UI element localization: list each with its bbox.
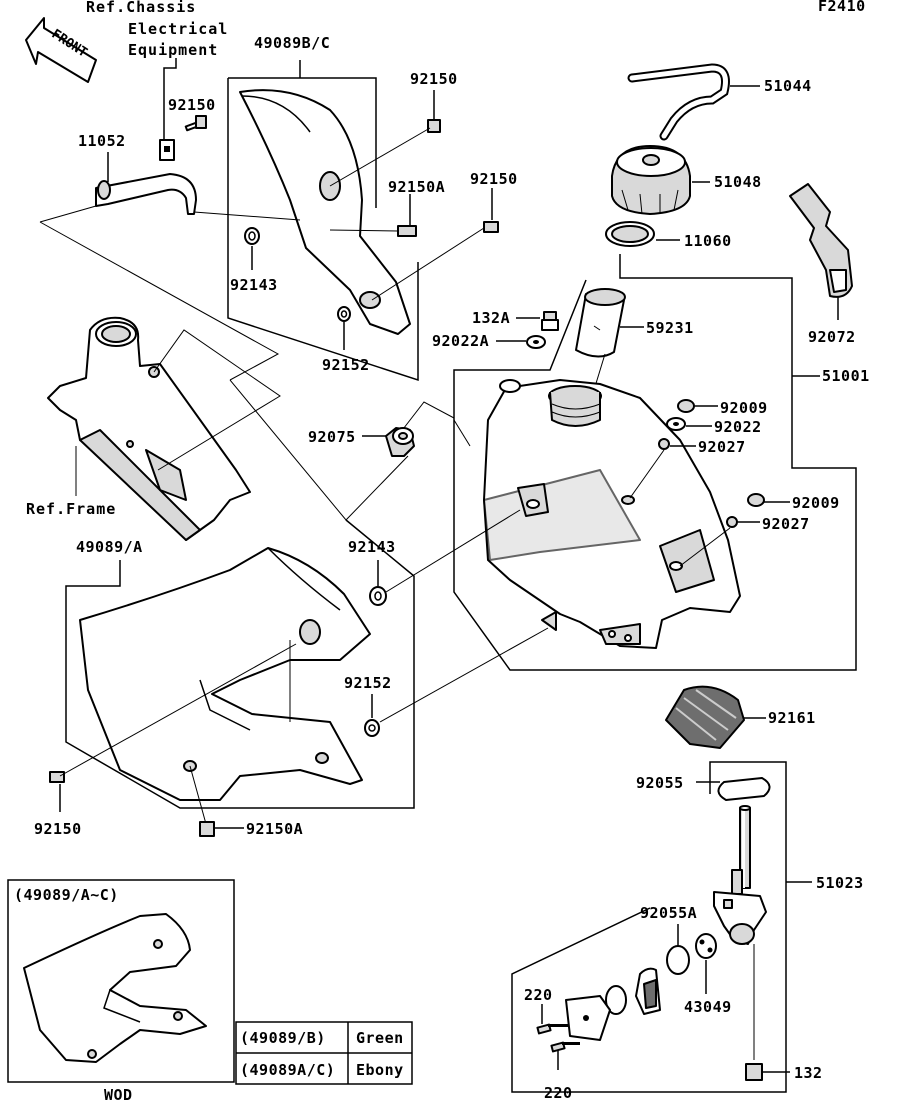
screw-92009-b — [747, 493, 765, 507]
bolt-92150-d — [49, 771, 65, 783]
callout-92150-b: 92150 — [410, 70, 458, 88]
callout-92075: 92075 — [308, 428, 356, 446]
bolt-92150A-b — [199, 821, 215, 837]
callout-132: 132 — [794, 1064, 823, 1082]
strap-92072 — [789, 183, 853, 298]
callout-92150-d: 92150 — [34, 820, 82, 838]
callout-220-b: 220 — [544, 1084, 573, 1102]
rubber-92161 — [665, 685, 745, 749]
washer-92022A — [526, 335, 546, 349]
frame — [47, 316, 251, 541]
bolt-92150-c — [483, 221, 499, 233]
shroud-49089bc — [239, 89, 411, 335]
callout-92150A-a: 92150A — [388, 178, 445, 196]
color-table-color-0: Green — [356, 1029, 404, 1047]
shroud-49089A — [79, 547, 371, 801]
color-table-part-0: (49089/B) — [240, 1029, 326, 1047]
callout-92072: 92072 — [808, 328, 856, 346]
callout-51001: 51001 — [822, 367, 870, 385]
cover-plate — [565, 995, 611, 1041]
washer-92143-a — [244, 227, 260, 245]
callout-92150-a: 92150 — [168, 96, 216, 114]
nut-92027-a — [658, 438, 670, 450]
bracket-11052 — [95, 139, 197, 215]
washer-92022 — [666, 417, 686, 431]
callout-59231: 59231 — [646, 319, 694, 337]
seal-ring — [605, 985, 627, 1015]
color-table-part-1: (49089A/C) — [240, 1061, 335, 1079]
color-table: (49089/B) Green (49089A/C) Ebony — [235, 1021, 413, 1085]
callout-43049: 43049 — [684, 998, 732, 1016]
callout-51023: 51023 — [816, 874, 864, 892]
fuel-cock-51023 — [713, 805, 767, 945]
fuel-tank-51001 — [483, 379, 741, 649]
screw-220-b — [550, 1041, 580, 1053]
filter-92055 — [717, 777, 771, 801]
callout-92055A: 92055A — [640, 904, 697, 922]
nut-92027-b — [726, 516, 738, 528]
callout-220-a: 220 — [524, 986, 553, 1004]
callout-11052: 11052 — [78, 132, 126, 150]
ref-frame: Ref.Frame — [26, 500, 116, 518]
grommet-92152-b — [364, 719, 380, 737]
damper-92075 — [385, 427, 415, 457]
inset-caption: WOD — [104, 1086, 133, 1103]
ref-chassis-line3: Equipment — [128, 41, 218, 59]
bolt-132 — [745, 1063, 763, 1081]
callout-51044: 51044 — [764, 77, 812, 95]
bolt-92150A-a — [397, 225, 417, 237]
callout-92022: 92022 — [714, 418, 762, 436]
figure-code: F2410 — [818, 0, 866, 15]
color-table-color-1: Ebony — [356, 1061, 404, 1079]
callout-49089A: 49089/A — [76, 538, 143, 556]
screw-92009-a — [677, 399, 695, 413]
callout-49089bc: 49089B/C — [254, 34, 330, 52]
lever — [635, 967, 661, 1015]
callout-92152-a: 92152 — [322, 356, 370, 374]
callout-92143-b: 92143 — [348, 538, 396, 556]
callout-92027-b: 92027 — [762, 515, 810, 533]
callout-11060: 11060 — [684, 232, 732, 250]
callout-92022A: 92022A — [432, 332, 489, 350]
callout-92150A-b: 92150A — [246, 820, 303, 838]
callout-92055: 92055 — [636, 774, 684, 792]
diaphragm-43049 — [695, 933, 717, 959]
front-arrow: FRONT — [25, 17, 97, 83]
bolt-92150-a — [184, 115, 207, 132]
ref-chassis-line2: Electrical — [128, 20, 228, 38]
callout-92027-a: 92027 — [698, 438, 746, 456]
ref-chassis-line1: Ref.Chassis — [86, 0, 196, 16]
callout-92143-a: 92143 — [230, 276, 278, 294]
washer-92143-b — [369, 586, 387, 606]
filter-59231 — [575, 288, 626, 358]
callout-92152-b: 92152 — [344, 674, 392, 692]
bolt-92150-b — [427, 119, 441, 133]
callout-92150-c: 92150 — [470, 170, 518, 188]
callout-132A: 132A — [472, 309, 510, 327]
callout-51048: 51048 — [714, 173, 762, 191]
fuel-cap-51048 — [611, 145, 691, 215]
o-ring-92055A — [666, 945, 690, 975]
callout-92009-a: 92009 — [720, 399, 768, 417]
grommet-92152-a — [337, 306, 351, 322]
bolt-132A — [541, 311, 559, 331]
callout-92009-b: 92009 — [792, 494, 840, 512]
inset-shroud-wod: (49089/A~C) — [7, 879, 235, 1083]
gasket-11060 — [605, 221, 655, 247]
callout-92161: 92161 — [768, 709, 816, 727]
screw-220-a — [536, 1023, 568, 1035]
inset-title: (49089/A~C) — [14, 886, 119, 904]
fuel-hose-51044 — [627, 63, 730, 141]
